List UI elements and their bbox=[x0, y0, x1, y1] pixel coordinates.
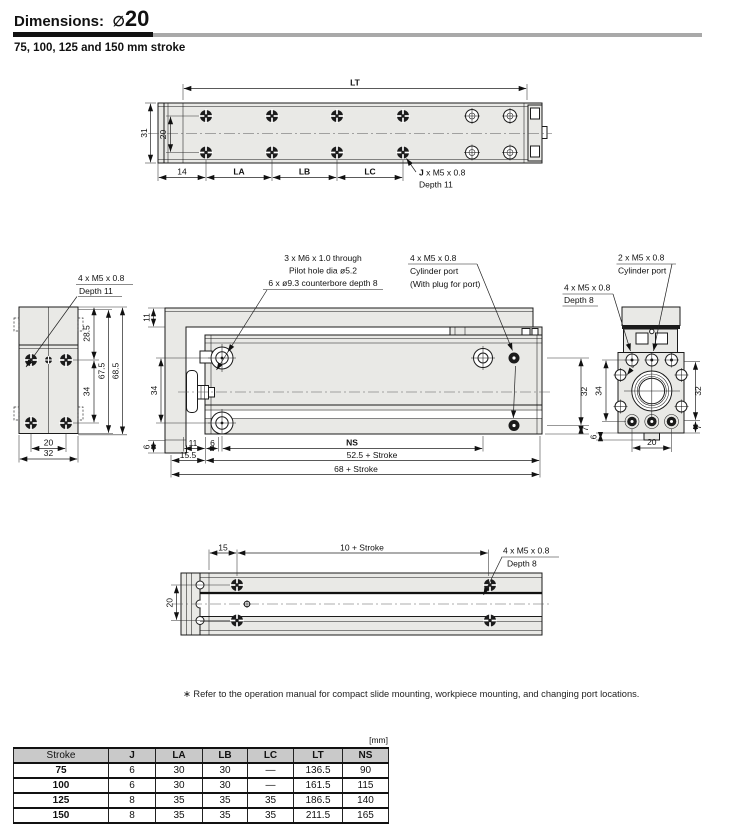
callout-2xm5-port: Cylinder port bbox=[618, 266, 667, 276]
dimensions-table: Stroke J LA LB LC LT NS 75 6 30 30 — 136… bbox=[13, 747, 389, 824]
dim-32-side: 32 bbox=[579, 387, 589, 397]
dim-6-bottom: 6 bbox=[210, 438, 215, 448]
dim-10-stroke: 10 + Stroke bbox=[340, 543, 384, 553]
dim-ns: NS bbox=[346, 438, 358, 448]
table-header-row: Stroke J LA LB LC LT NS bbox=[13, 747, 389, 764]
diameter-value: 20 bbox=[124, 6, 150, 31]
footnote: ∗ Refer to the operation manual for comp… bbox=[183, 689, 640, 699]
dim-15-5: 15.5 bbox=[180, 450, 197, 460]
dim-20: 20 bbox=[44, 438, 54, 448]
col-lc: LC bbox=[247, 747, 294, 764]
dim-34: 34 bbox=[82, 387, 92, 397]
callout-m6-2: Pilot hole dia ø5.2 bbox=[289, 266, 357, 276]
dim-11-bottom: 11 bbox=[189, 438, 198, 448]
col-lt: LT bbox=[293, 747, 343, 764]
callout-m6-3: 6 x ø9.3 counterbore depth 8 bbox=[268, 278, 377, 288]
dim-6-left: 6 bbox=[142, 444, 152, 449]
callout-4xm5: 4 x M5 x 0.8 bbox=[78, 273, 125, 283]
mounting-holes bbox=[199, 108, 518, 161]
title-underline-gray bbox=[153, 33, 702, 37]
dim-lt: LT bbox=[350, 78, 361, 88]
top-view: LT 31 20 14 LA LB LC bbox=[139, 78, 552, 190]
technical-drawing: LT 31 20 14 LA LB LC bbox=[13, 78, 703, 636]
dim-32: 32 bbox=[44, 448, 54, 458]
table-row: 125 8 35 35 35 186.5 140 bbox=[13, 792, 389, 809]
callout-j-depth: Depth 11 bbox=[419, 180, 453, 190]
col-stroke: Stroke bbox=[13, 747, 109, 764]
dim-lb: LB bbox=[299, 167, 310, 177]
page-title: Dimensions: ∅20 bbox=[14, 6, 149, 32]
dim-32-end: 32 bbox=[693, 386, 703, 396]
dim-34-end: 34 bbox=[594, 386, 604, 396]
bottom-row-ports bbox=[624, 414, 679, 429]
callout-4xm5-bottom: 4 x M5 x 0.8 bbox=[503, 546, 550, 556]
bottom-view: 15 10 + Stroke 4 x M5 x 0.8 Depth 8 20 bbox=[165, 543, 559, 636]
dim-34-side: 34 bbox=[149, 386, 159, 396]
callout-4xm5: 4 x M5 x 0.8 bbox=[564, 283, 611, 293]
dim-la: LA bbox=[233, 167, 244, 177]
dim-68-5: 68.5 bbox=[111, 362, 121, 379]
side-view: 3 x M6 x 1.0 through Pilot hole dia ø5.2… bbox=[142, 253, 590, 478]
title-text: Dimensions: bbox=[14, 13, 105, 30]
stroke-subtitle: 75, 100, 125 and 150 mm stroke bbox=[14, 42, 186, 54]
callout-port-3: (With plug for port) bbox=[410, 279, 481, 289]
dim-52-5: 52.5 + Stroke bbox=[347, 450, 398, 460]
callout-2xm5: 2 x M5 x 0.8 bbox=[618, 253, 665, 263]
unit-label: [mm] bbox=[369, 735, 388, 745]
callout-m6-1: 3 x M6 x 1.0 through bbox=[284, 253, 362, 263]
left-end-view: 4 x M5 x 0.8 Depth 11 28.5 34 67.5 68.5 bbox=[13, 273, 133, 463]
dim-68: 68 + Stroke bbox=[334, 464, 378, 474]
diameter-symbol: ∅ bbox=[112, 13, 125, 29]
title-underline-black bbox=[13, 32, 153, 37]
table-row: 150 8 35 35 35 211.5 165 bbox=[13, 807, 389, 824]
col-ns: NS bbox=[342, 747, 389, 764]
dim-6-end: 6 bbox=[589, 434, 599, 439]
dim-28-5: 28.5 bbox=[82, 325, 92, 342]
dim-20: 20 bbox=[158, 130, 168, 140]
side-cross-holes bbox=[613, 368, 689, 414]
callout-depth11: Depth 11 bbox=[79, 286, 113, 296]
end-mounting-holes bbox=[24, 353, 73, 430]
right-end-view: 2 x M5 x 0.8 Cylinder port 4 x M5 x 0.8 … bbox=[562, 253, 703, 452]
counterbore-holes bbox=[208, 344, 236, 435]
piston-bore bbox=[624, 363, 680, 419]
callout-depth8-bottom: Depth 8 bbox=[507, 559, 537, 569]
top-row-holes bbox=[624, 352, 679, 368]
dim-31: 31 bbox=[139, 128, 149, 138]
dim-67-5: 67.5 bbox=[97, 362, 107, 379]
dim-20-bottom: 20 bbox=[165, 598, 175, 608]
callout-port-2: Cylinder port bbox=[410, 266, 459, 276]
dim-20-end: 20 bbox=[647, 437, 657, 447]
col-j: J bbox=[108, 747, 156, 764]
table-row: 100 6 30 30 — 161.5 115 bbox=[13, 777, 389, 794]
dim-15: 15 bbox=[218, 543, 228, 553]
callout-port-1: 4 x M5 x 0.8 bbox=[410, 253, 457, 263]
table-row: 75 6 30 30 — 136.5 90 bbox=[13, 762, 389, 779]
dim-7-end: 7 bbox=[693, 424, 703, 429]
callout-j: J x M5 x 0.8 bbox=[419, 168, 466, 178]
col-lb: LB bbox=[202, 747, 248, 764]
callout-4xm5-depth: Depth 8 bbox=[564, 295, 594, 305]
port-holes-side bbox=[471, 346, 520, 431]
dim-14: 14 bbox=[177, 167, 187, 177]
dim-7-side: 7 bbox=[580, 426, 590, 431]
col-la: LA bbox=[155, 747, 203, 764]
dim-lc: LC bbox=[364, 167, 375, 177]
dim-11-left: 11 bbox=[142, 313, 152, 322]
